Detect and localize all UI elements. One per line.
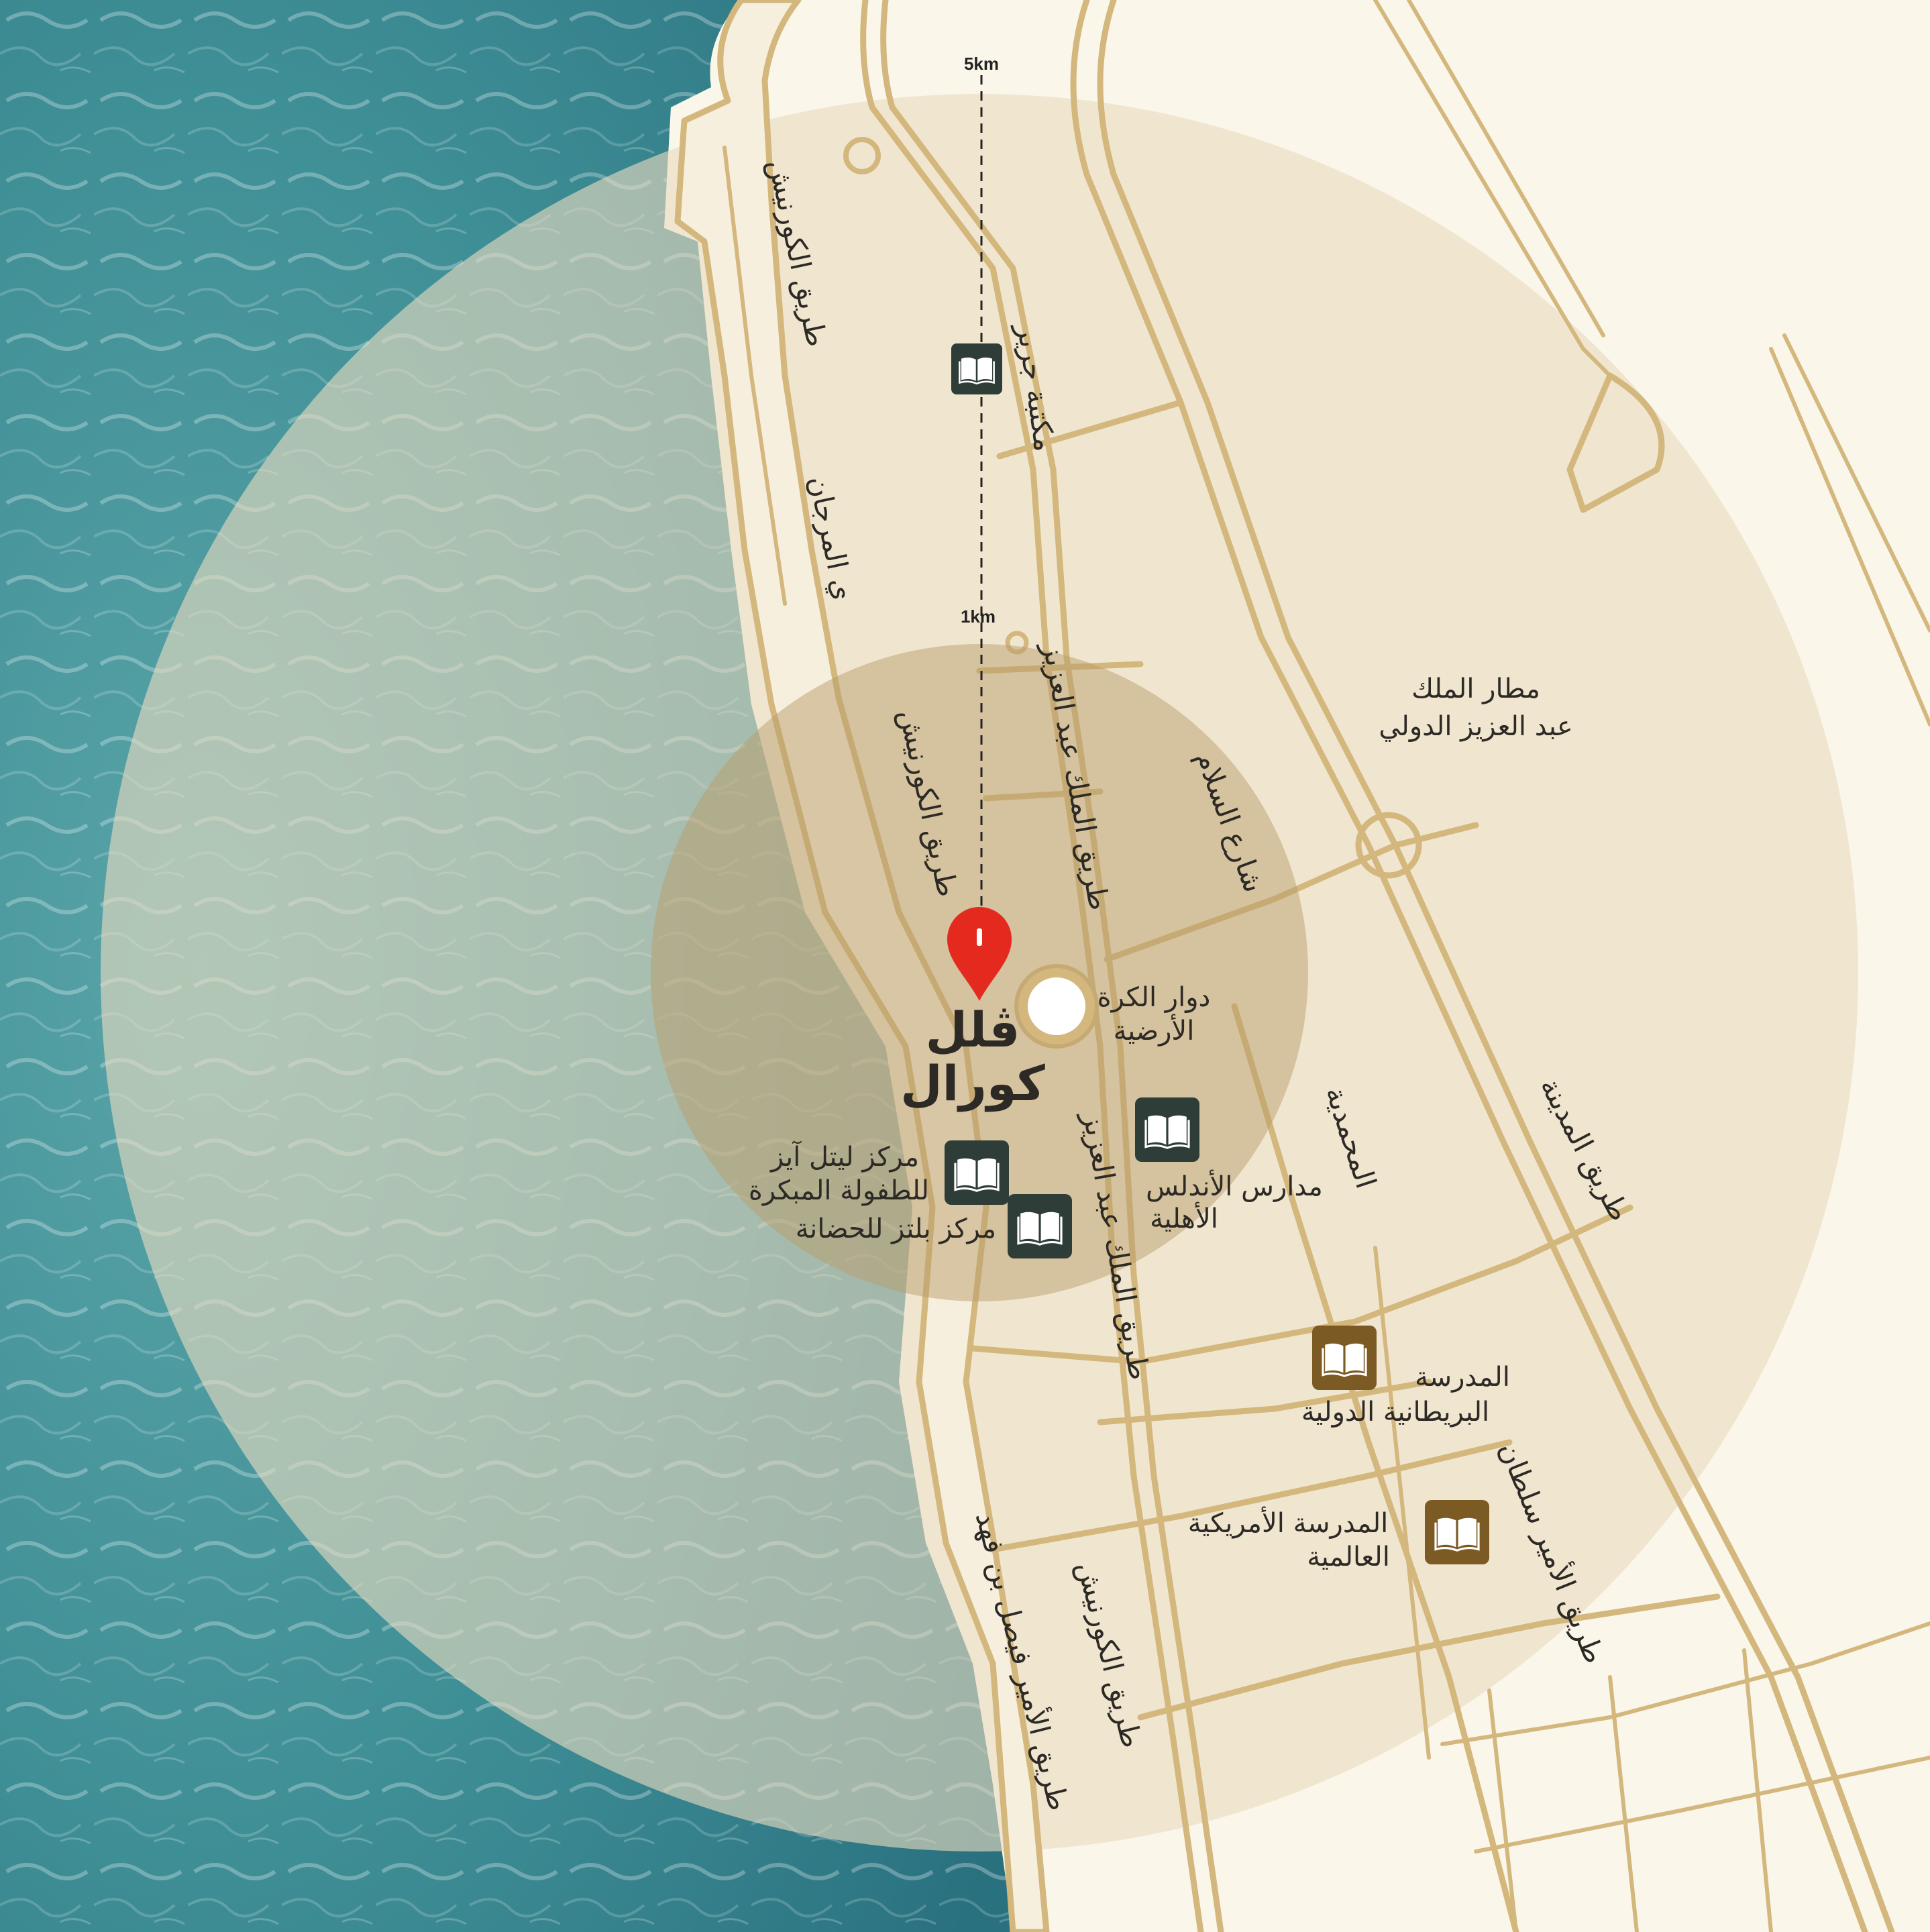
poi-andalus-line2: الأهلية (1150, 1201, 1218, 1234)
poi-british[interactable] (1312, 1326, 1377, 1390)
scale-label-1km: 1km (961, 606, 996, 627)
airport-label-line1: مطار الملك (1411, 674, 1540, 704)
poi-american-line1: المدرسة الأمريكية (1188, 1506, 1389, 1539)
poi-andalus[interactable] (1135, 1097, 1199, 1162)
poi-british-line1: المدرسة (1415, 1362, 1510, 1393)
poi-little-eyes-line2: للطفولة المبكرة (749, 1175, 929, 1206)
poi-little-eyes[interactable] (945, 1140, 1009, 1205)
poi-american-line2: العالمية (1307, 1542, 1390, 1572)
project-title-line1: ڤلل (926, 1002, 1020, 1058)
poi-andalus-line1: مدارس الأندلس (1146, 1169, 1323, 1202)
poi-little-eyes-line1: مركز ليتل آيز (769, 1140, 919, 1173)
poi-british-line2: البريطانية الدولية (1301, 1397, 1489, 1428)
poi-jarir[interactable] (951, 343, 1002, 394)
poi-blitz[interactable] (1008, 1194, 1072, 1258)
roundabout-label-line2: الأرضية (1114, 1014, 1195, 1046)
airport-label-line2: عبد العزيز الدولي (1379, 711, 1572, 742)
location-pin-icon[interactable] (947, 907, 1012, 1001)
roundabout-label-line1: دوار الكرة (1097, 982, 1211, 1013)
scale-label-5km: 5km (964, 54, 999, 74)
project-title-line2: كورال (900, 1055, 1045, 1112)
scale-line: 5km 1km (961, 54, 999, 946)
poi-american[interactable] (1425, 1500, 1489, 1564)
poi-blitz-label: مركز بلتز للحضانة (796, 1214, 996, 1244)
